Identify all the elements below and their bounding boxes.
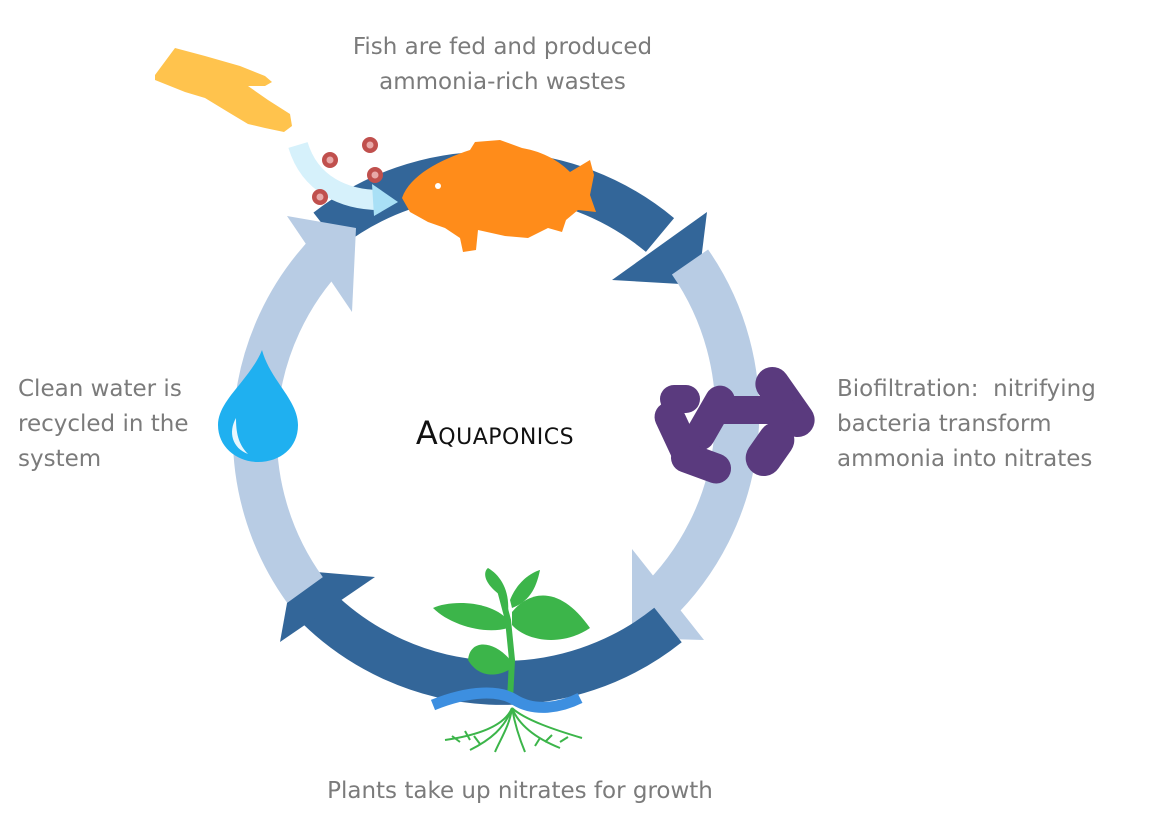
caption-fish-line-1: Fish are fed and produced	[352, 34, 653, 60]
caption-biofiltration: Biofiltration: nitrifying bacteria trans…	[837, 372, 1096, 477]
caption-biofiltration-line-1: Biofiltration: nitrifying	[837, 376, 1096, 402]
caption-water-line-2: recycled in the	[18, 411, 189, 437]
arc-bacteria-to-plants	[639, 249, 760, 621]
caption-water-line-1: Clean water is	[18, 376, 182, 402]
diagram-title: Aquaponics	[415, 414, 575, 452]
caption-fish: Fish are fed and produced ammonia-rich w…	[300, 30, 705, 100]
caption-fish-line-2: ammonia-rich wastes	[379, 69, 626, 95]
caption-biofiltration-line-3: ammonia into nitrates	[837, 446, 1093, 472]
fish-icon	[402, 140, 596, 252]
food-pellets	[312, 137, 383, 205]
caption-plants-line-1: Plants take up nitrates for growth	[327, 778, 713, 804]
hand-icon	[155, 48, 292, 132]
water-drop-icon	[218, 350, 298, 462]
caption-water: Clean water is recycled in the system	[18, 372, 188, 477]
arc-plants-to-water	[302, 592, 682, 705]
caption-water-line-3: system	[18, 446, 102, 472]
water-surface-icon	[430, 687, 583, 713]
arrowhead-water-to-fish	[287, 216, 356, 312]
bacteria-icon	[654, 366, 815, 484]
roots-icon	[444, 707, 583, 753]
caption-biofiltration-line-2: bacteria transform	[837, 411, 1052, 437]
caption-plants: Plants take up nitrates for growth	[270, 774, 770, 809]
feed-stream	[288, 141, 398, 216]
plant-icon	[433, 568, 590, 701]
